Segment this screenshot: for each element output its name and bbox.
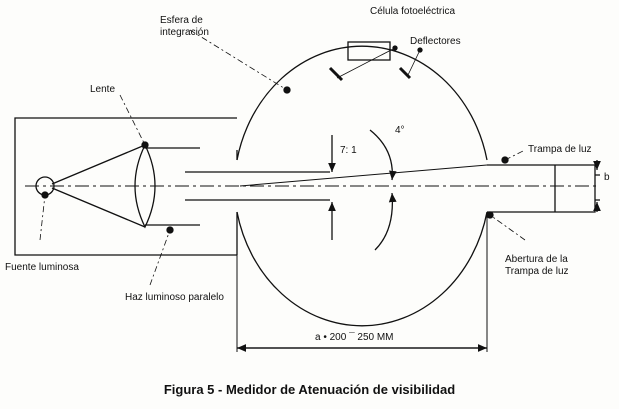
label-source: Fuente luminosa [5, 262, 79, 273]
beam-tube [185, 171, 330, 201]
label-beam: Haz luminoso paralelo [125, 292, 224, 303]
label-sphere-2: integración [160, 27, 209, 38]
label-angle-1: 7: 1 [340, 145, 357, 156]
figure-caption: Figura 5 - Medidor de Atenuación de visi… [163, 382, 456, 397]
label-angle-2: 4° [395, 125, 405, 136]
cone [239, 164, 488, 187]
photocell [347, 41, 391, 61]
label-dimension: a • 200 ¯ 250 MM [315, 332, 394, 343]
label-trap-opening-2: Trampa de luz [505, 266, 569, 277]
sphere [236, 45, 488, 327]
label-photocell: Célula fotoeléctrica [370, 6, 456, 17]
light-trap [487, 164, 596, 213]
label-deflectors: Deflectores [410, 36, 461, 47]
label-trap-opening: Abertura de la [505, 254, 568, 265]
label-light-trap: Trampa de luz [528, 144, 592, 155]
label-lens: Lente [90, 84, 116, 95]
label-sphere: Esfera de [160, 15, 203, 26]
left-housing [14, 117, 237, 256]
label-b: b [604, 172, 610, 183]
beam-lines [51, 144, 200, 228]
